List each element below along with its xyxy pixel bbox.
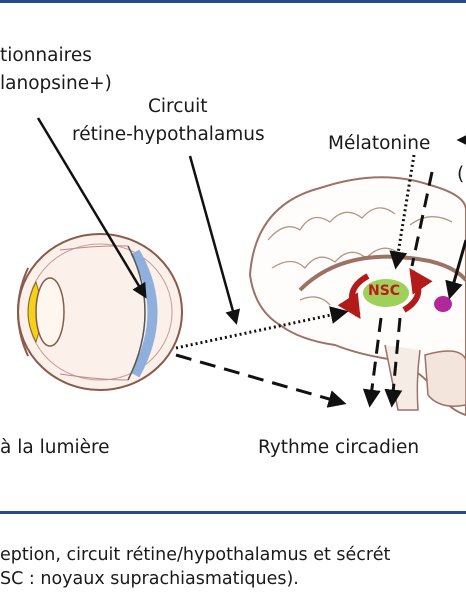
arrow-nsc-down-1 bbox=[362, 317, 383, 408]
arrow-upper-dashed bbox=[410, 171, 434, 267]
melatonin-label: Mélatonine bbox=[328, 133, 431, 154]
arrow-retina-to-nsc bbox=[175, 306, 349, 350]
arrow-melatonin bbox=[389, 154, 416, 270]
lens bbox=[35, 277, 65, 347]
eye-illustration bbox=[17, 233, 183, 391]
red-cycle-arrow-right bbox=[402, 268, 433, 313]
arrow-nsc-down-2 bbox=[384, 317, 403, 408]
arrow-pineal bbox=[445, 239, 466, 300]
brain-illustration bbox=[248, 176, 466, 417]
diagram-canvas bbox=[17, 117, 466, 417]
circuit-label-line1: Circuit bbox=[148, 96, 208, 117]
light-label: à la lumière bbox=[0, 437, 110, 458]
arrow-photoreceptors bbox=[36, 117, 147, 299]
nsc-nucleus bbox=[337, 268, 433, 320]
photoreceptors-label-line2: lanopsine+) bbox=[0, 73, 112, 94]
red-cycle-arrow-left bbox=[337, 273, 370, 320]
caption-rule bbox=[0, 511, 466, 514]
photoreceptors-label-line1: tionnaires bbox=[0, 45, 92, 66]
paren-fragment: ( bbox=[457, 164, 465, 185]
nsc-label: NSC bbox=[368, 283, 401, 299]
arrow-light-rhythm bbox=[175, 353, 347, 408]
caption-line1: eption, circuit rétine/hypothalamus et s… bbox=[0, 545, 391, 565]
retina-layer bbox=[130, 249, 158, 378]
cerebellum bbox=[424, 350, 466, 407]
brainstem bbox=[384, 344, 421, 411]
cornea bbox=[17, 267, 29, 357]
circuit-label-line2: rétine-hypothalamus bbox=[72, 124, 265, 145]
arrow-circuit bbox=[188, 155, 241, 325]
rhythm-label: Rythme circadien bbox=[258, 437, 420, 458]
top-rule bbox=[0, 0, 466, 3]
figure-caption: eption, circuit rétine/hypothalamus et s… bbox=[0, 543, 390, 591]
pineal-gland bbox=[434, 296, 452, 312]
caption-line2: SC : noyaux suprachiasmatiques). bbox=[0, 569, 299, 589]
